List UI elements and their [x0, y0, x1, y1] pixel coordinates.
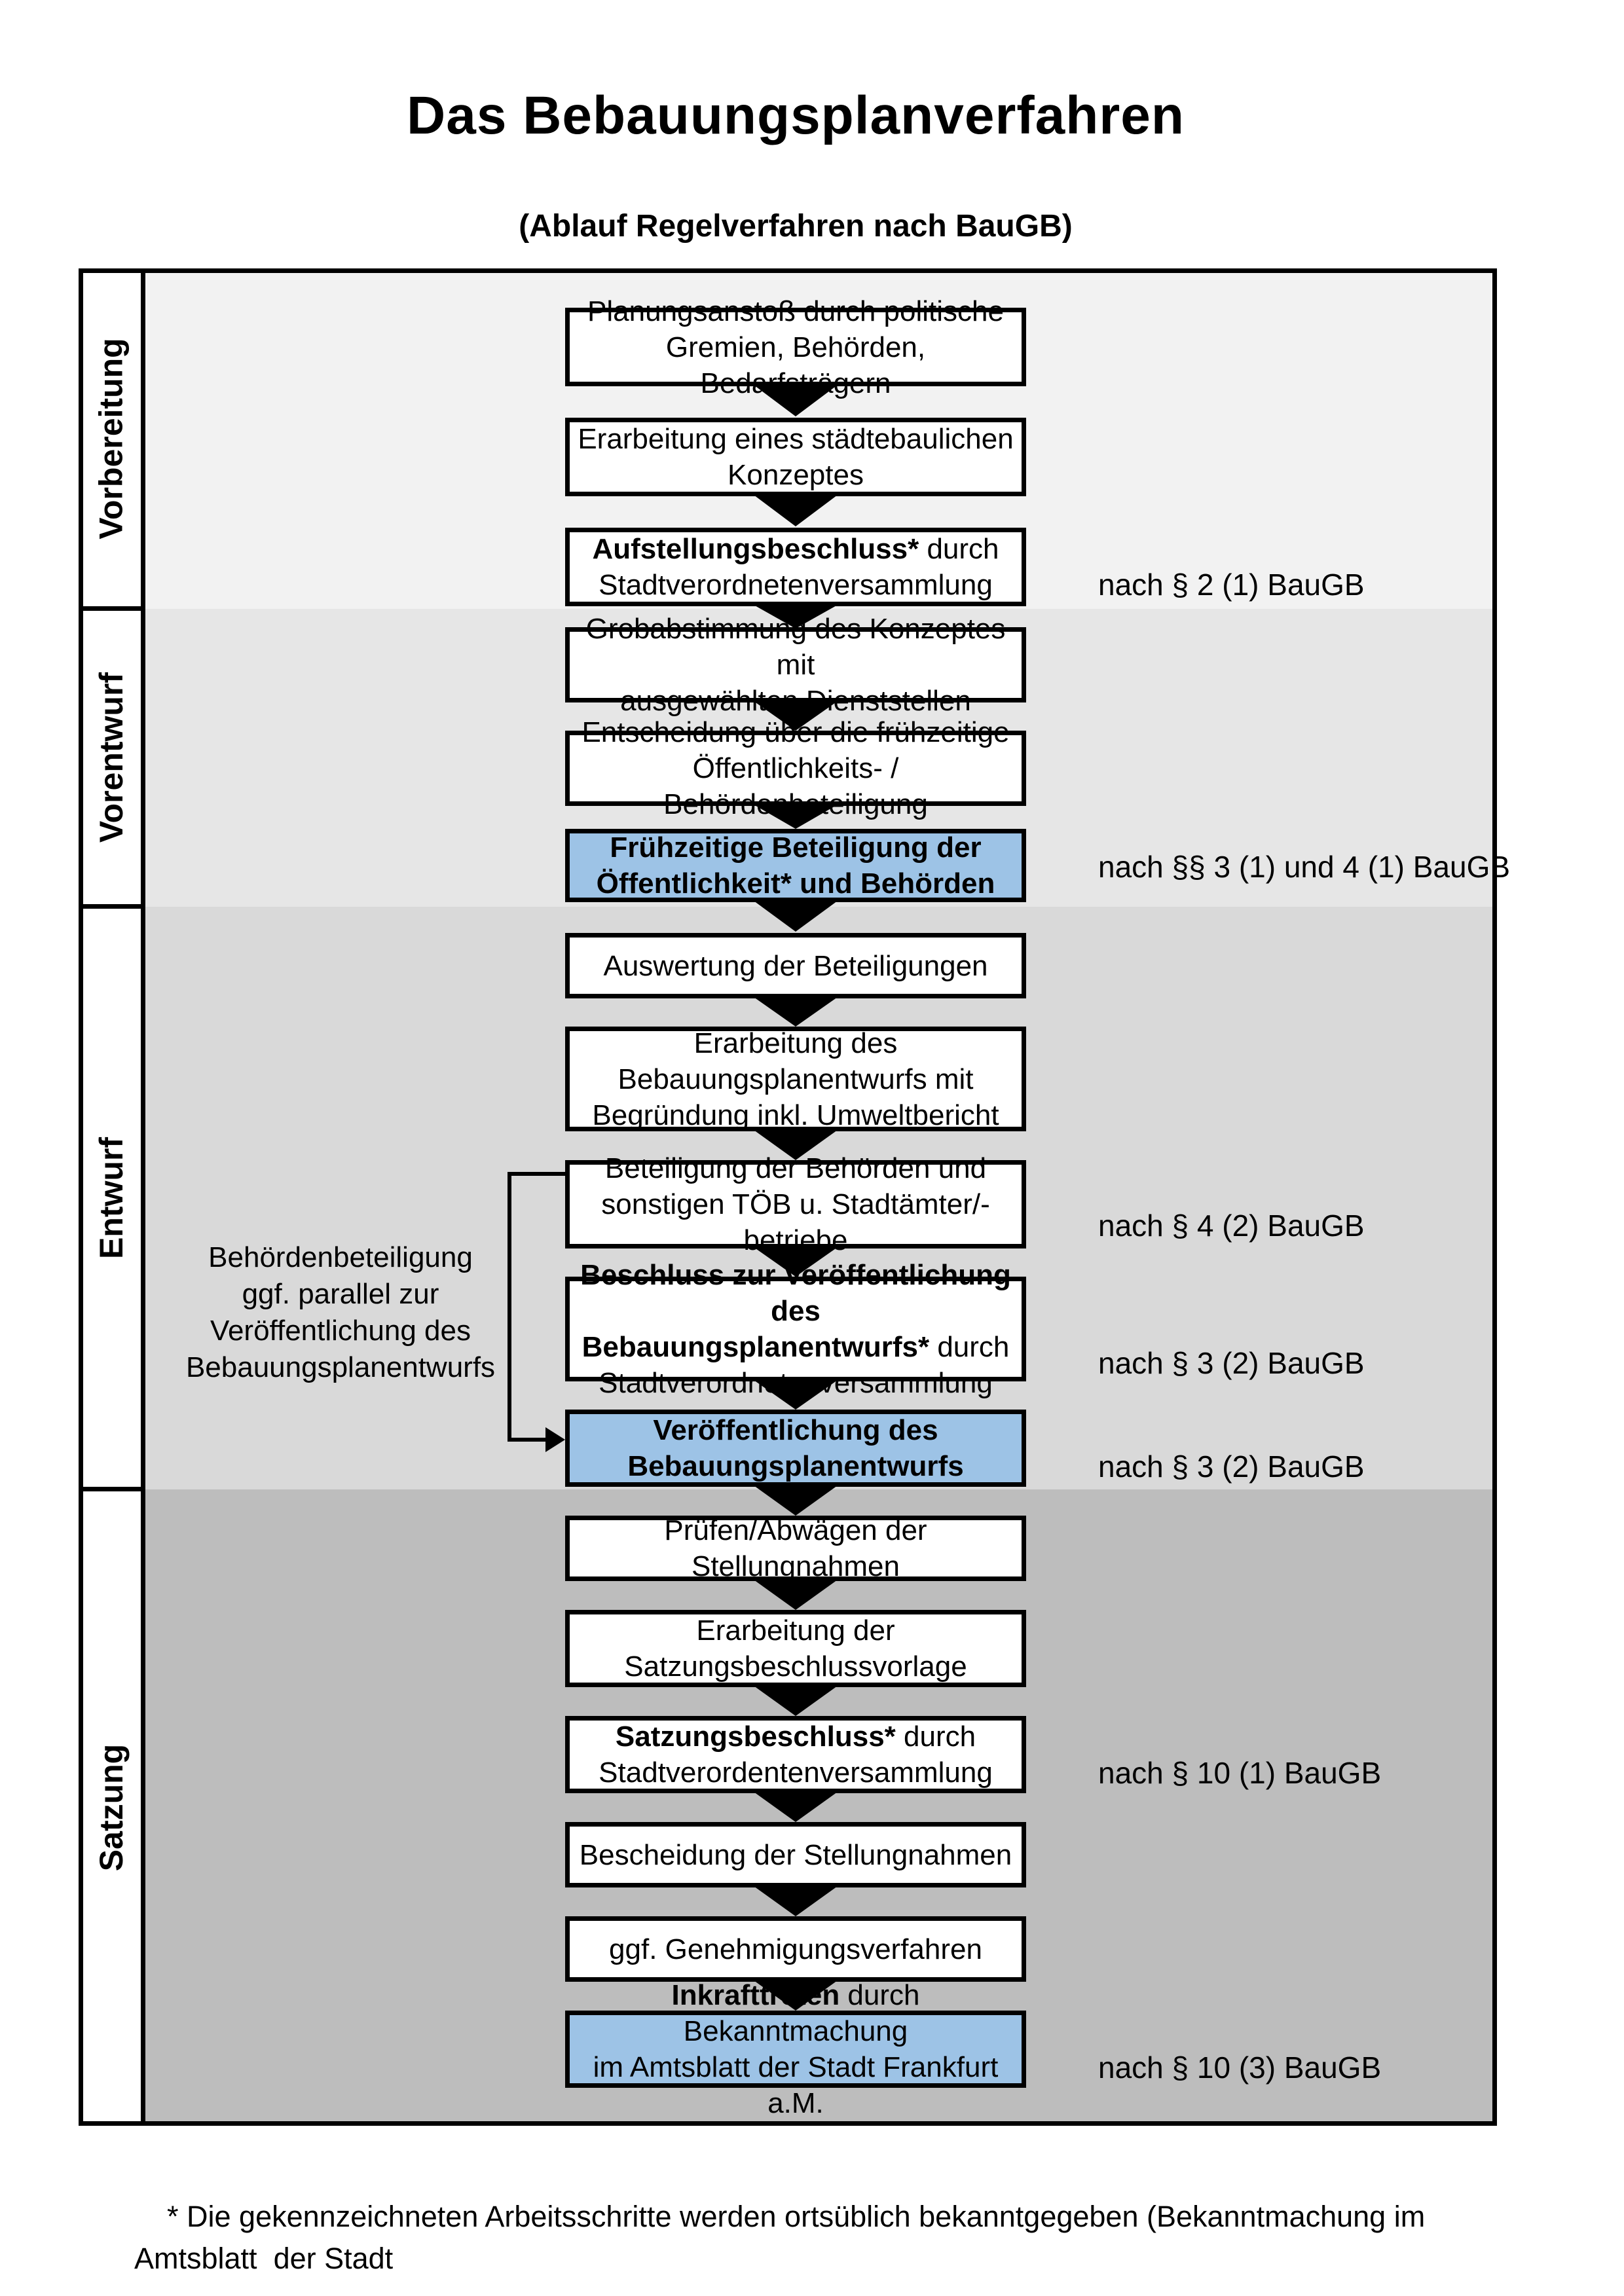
- phase-divider: [79, 606, 145, 611]
- flow-box-behoerdenbeteiligung: Beteiligung der Behörden und sonstigen T…: [565, 1152, 1026, 1256]
- flow-box-staedtebauliches-konzept: Erarbeitung eines städtebaulichen Konzep…: [565, 418, 1026, 496]
- flow-box-satzungsbeschluss: Satzungsbeschluss* durch Stadtverordente…: [565, 1716, 1026, 1793]
- phase-divider: [79, 904, 145, 909]
- flow-box-inkrafttreten: Inkrafttreten durch Bekanntmachung im Am…: [565, 1979, 1026, 2119]
- phase-label-vorbereitung: Vorbereitung: [93, 338, 130, 539]
- flow-box-planungsanstoss: Planungsanstoß durch politische Gremien,…: [565, 295, 1026, 399]
- phase-label-satzung: Satzung: [93, 1743, 130, 1872]
- flow-box-pruefen-abwaegen: Prüfen/Abwägen der Stellungnahmen: [565, 1514, 1026, 1582]
- flow-box-genehmigungsverfahren: ggf. Genehmigungsverfahren: [565, 1916, 1026, 1982]
- page-subtitle: (Ablauf Regelverfahren nach BauGB): [519, 209, 1073, 244]
- flow-box-veroeffentlichung-entwurf: Veröffentlichung des Bebauungsplanentwur…: [565, 1410, 1026, 1487]
- law-annotation: nach §§ 3 (1) und 4 (1) BauGB: [1098, 850, 1511, 884]
- footnote: * Die gekennzeichneten Arbeitsschritte w…: [134, 2200, 1432, 2275]
- right-arrow-icon: [545, 1427, 565, 1452]
- phase-divider: [79, 1487, 145, 1491]
- bracket-line-top: [507, 1172, 565, 1176]
- phase-label-vorentwurf: Vorentwurf: [93, 672, 130, 843]
- flow-box-fruehzeitige-beteiligung: Frühzeitige Beteiligung der Öffentlichke…: [565, 829, 1026, 902]
- flow-box-satzungsbeschlussvorlage: Erarbeitung der Satzungsbeschlussvorlage: [565, 1610, 1026, 1687]
- law-annotation: nach § 4 (2) BauGB: [1098, 1209, 1365, 1243]
- law-annotation: nach § 10 (1) BauGB: [1098, 1756, 1382, 1790]
- law-annotation: nach § 3 (2) BauGB: [1098, 1449, 1365, 1484]
- flow-box-entscheidung-beteiligung: Entscheidung über die frühzeitige Öffent…: [565, 716, 1026, 820]
- flow-box-erarbeitung-entwurf: Erarbeitung des Bebauungsplanentwurfs mi…: [565, 1027, 1026, 1131]
- page-title: Das Bebauungsplanverfahren: [407, 86, 1185, 145]
- flow-box-beschluss-veroeffentlichung: Beschluss zur Veröffentlichung des Bebau…: [565, 1259, 1026, 1399]
- flow-box-auswertung: Auswertung der Beteiligungen: [565, 933, 1026, 998]
- side-note: Behördenbeteiligung ggf. parallel zur Ve…: [185, 1241, 496, 1383]
- flow-box-aufstellungsbeschluss: Aufstellungsbeschluss* durch Stadtverord…: [565, 528, 1026, 606]
- bracket-line-bottom: [507, 1438, 548, 1442]
- law-annotation: nach § 3 (2) BauGB: [1098, 1346, 1365, 1380]
- label-column-divider: [141, 268, 145, 2126]
- flow-box-bescheidung: Bescheidung der Stellungnahmen: [565, 1822, 1026, 1887]
- flow-box-grobabstimmung: Grobabstimmung des Konzeptes mit ausgewä…: [565, 613, 1026, 717]
- law-annotation: nach § 2 (1) BauGB: [1098, 568, 1365, 602]
- law-annotation: nach § 10 (3) BauGB: [1098, 2050, 1382, 2085]
- bracket-line-vertical: [507, 1172, 511, 1442]
